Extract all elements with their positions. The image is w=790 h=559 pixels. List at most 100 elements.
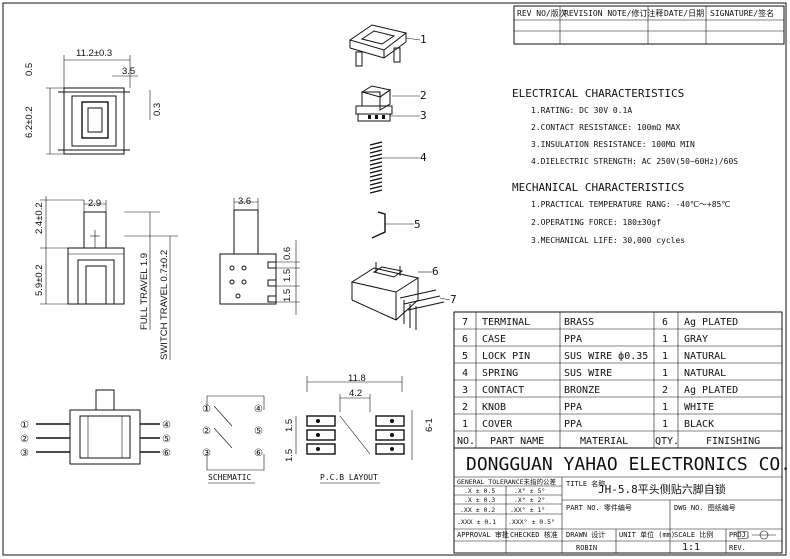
schematic-pin-6: ⑥ [254,448,263,459]
dim-side-d1: 0.6 [282,247,293,260]
bom-finishing: BLACK [684,419,714,430]
bom-no: 2 [462,402,468,413]
pin-label-2: ② [20,434,29,445]
callout-2: 2 [420,89,427,102]
bom-no: 4 [462,368,468,379]
bom-header-finishing: FINISHING [706,436,760,447]
bom-no: 6 [462,334,468,345]
pin-label-4: ④ [162,420,171,431]
mechanical-characteristics: MECHANICAL CHARACTERISTICS 1.PRACTICAL T… [512,181,730,245]
pcb-layout-label: P.C.B LAYOUT [320,473,378,482]
dim-pcb-pitch: 4.2 [349,388,362,399]
electrical-item: 4.DIELECTRIC STRENGTH: AC 250V(50~60Hz)/… [531,157,738,166]
top-view [46,55,151,155]
schematic-pin-4: ④ [254,404,263,415]
dim-top-side: 0.3 [152,103,163,116]
dim-switch-travel: SWITCH TRAVEL 0.7±0.2 [159,250,170,360]
tolerance-linear: .X ± 0.5 [464,487,495,495]
schematic-pin-3: ③ [202,448,211,459]
bom-no: 5 [462,351,468,362]
bom-part-name: CASE [482,334,506,345]
schematic-pin-1: ① [202,404,211,415]
bom-material: SUS WIRE [564,368,612,379]
dim-side-d3: 1.5 [282,289,293,302]
checked-label: CHECKED 核准 [510,530,558,539]
title-block [453,447,783,554]
pin-view [36,389,160,465]
unit-label: UNIT 单位 (mm) [619,530,675,539]
electrical-item: 3.INSULATION RESISTANCE: 100MΩ MIN [531,140,695,149]
bom-qty: 1 [662,368,668,379]
pcb-layout [295,376,413,460]
title-value: JH-5.8平头侧贴六脚自锁 [598,482,726,496]
pin-label-1: ① [20,420,29,431]
rev-date-header: DATE/日期 [664,9,704,18]
tolerance-angular: .XX° ± 1° [510,506,545,514]
bom-finishing: Ag PLATED [684,385,738,396]
mechanical-item: 2.OPERATING FORCE: 180±30gf [531,218,661,227]
dim-pcb-side: 6-1 [424,418,435,432]
electrical-item: 1.RATING: DC 30V 0.1A [531,106,632,115]
bom-finishing: GRAY [684,334,708,345]
drawn-value: ROBIN [576,544,597,552]
dim-side-knob-w: 3.6 [238,196,251,207]
callout-5: 5 [414,218,421,231]
tolerance-linear: .X ± 0.3 [464,496,495,504]
bom-qty: 1 [662,419,668,430]
dim-pcb-width: 11.8 [348,373,366,384]
tolerance-label: GENERAL TOLERANCE未指的公差 [457,477,557,486]
bom-finishing: WHITE [684,402,714,413]
bom-material: PPA [564,419,582,430]
side-view [219,198,300,315]
dim-front-knob-w: 2.9 [88,198,101,209]
bom-part-name: CONTACT [482,385,524,396]
dim-front-h2: 5.9±0.2 [34,264,45,296]
front-view [40,196,178,360]
title-label: TITLE 名称 [566,479,605,488]
dim-top-h1: 0.5 [24,63,35,76]
company-name: DONGGUAN YAHAO ELECTRONICS CO.,LTD. [466,454,790,475]
bom-header-material: MATERIAL [580,436,628,447]
rev-label: REV. [729,544,746,552]
electrical-title: ELECTRICAL CHARACTERISTICS [512,87,684,100]
proj-label: PROJ. [729,531,750,539]
bom-part-name: SPRING [482,368,518,379]
mechanical-item: 3.MECHANICAL LIFE: 30,000 cycles [531,236,685,245]
schematic-label: SCHEMATIC [208,473,252,482]
pin-label-3: ③ [20,448,29,459]
dim-top-width: 11.2±0.3 [76,48,112,59]
electrical-item: 2.CONTACT RESISTANCE: 100mΩ MAX [531,123,680,132]
callout-6: 6 [432,265,439,278]
callout-1: 1 [420,33,427,46]
pin-label-5: ⑤ [162,434,171,445]
dim-top-step: 3.5 [122,66,135,77]
tolerance-angular: .XXX° ± 0.5° [508,518,555,526]
mechanical-item: 1.PRACTICAL TEMPERATURE RANG: -40℃～+85℃ [531,200,730,209]
bom-qty: 2 [662,385,668,396]
revision-table: REV NO/版次 REVISION NOTE/修订注释 DATE/日期 SIG… [513,5,785,45]
callout-4: 4 [420,151,427,164]
tolerance-linear: .XX ± 0.2 [460,506,495,514]
rev-no-header: REV NO/版次 [517,8,567,18]
bom-finishing: NATURAL [684,351,726,362]
bom-qty: 1 [662,334,668,345]
bom-finishing: Ag PLATED [684,317,738,328]
dim-side-d2: 1.5 [282,269,293,282]
schematic [206,395,265,471]
scale-label: SCALE 比例 [674,530,713,539]
bom-material: BRASS [564,317,594,328]
bom-material: SUS WIRE ф0.35 [564,350,648,362]
dwg-no-label: DWG NO. 图纸编号 [674,503,736,512]
bom-material: PPA [564,334,582,345]
bom-part-name: KNOB [482,402,506,413]
bom-material: BRONZE [564,385,600,396]
tolerance-linear: .XXX ± 0.1 [457,518,496,526]
dim-top-h2: 6.2±0.2 [24,106,35,138]
bom-finishing: NATURAL [684,368,726,379]
bom-header-part-name: PART NAME [490,436,544,447]
exploded-view [348,24,451,330]
callout-3: 3 [420,109,427,122]
schematic-pin-5: ⑤ [254,426,263,437]
